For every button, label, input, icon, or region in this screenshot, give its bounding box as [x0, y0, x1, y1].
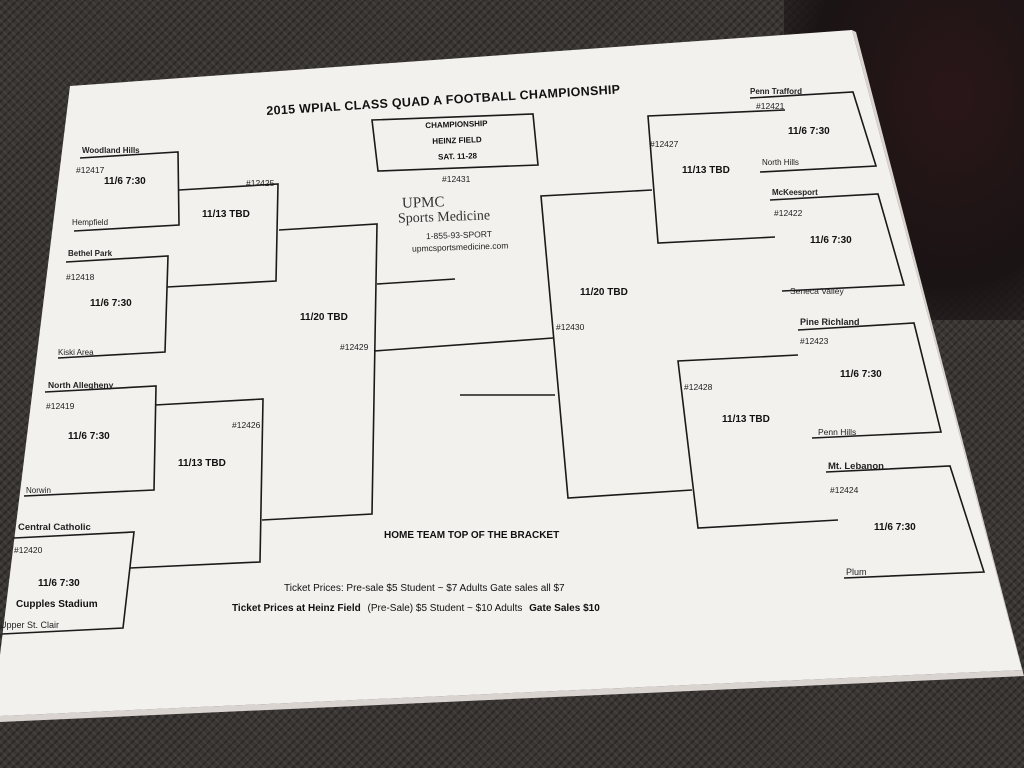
game-venue: Cupples Stadium — [16, 599, 98, 610]
game-time: 11/13 TBD — [682, 165, 730, 176]
team-penn-trafford: Penn Trafford — [750, 87, 803, 96]
heinz-gate-prices: Gate Sales $10 — [529, 603, 600, 614]
heinz-ticket-label: Ticket Prices at Heinz Field — [232, 603, 361, 614]
team-penn-hills: Penn Hills — [818, 427, 857, 437]
game-number-12425: #12425 — [246, 178, 275, 188]
game-time: 11/6 7:30 — [874, 522, 916, 533]
game-number-12422: #12422 — [774, 208, 803, 218]
game-number-12418: #12418 — [66, 272, 95, 282]
team-mckeesport: McKeesport — [772, 188, 818, 197]
game-number-12424: #12424 — [830, 485, 859, 495]
team-woodland-hills: Woodland Hills — [82, 146, 140, 155]
game-time: 11/6 7:30 — [840, 369, 882, 380]
game-time: 11/6 7:30 — [38, 578, 80, 589]
game-number-12417: #12417 — [76, 165, 105, 175]
game-time: 11/13 TBD — [202, 209, 250, 220]
game-number-12419: #12419 — [46, 401, 75, 411]
game-number-12421: #12421 — [756, 101, 785, 111]
heinz-ticket-prices: Ticket Prices at Heinz Field (Pre-Sale) … — [232, 603, 600, 614]
game-time: 11/6 7:30 — [788, 126, 830, 137]
game-number-12426: #12426 — [232, 420, 261, 430]
bracket-note: HOME TEAM TOP OF THE BRACKET — [384, 530, 560, 541]
game-number-12427: #12427 — [650, 139, 679, 149]
ticket-prices-line: Ticket Prices: Pre-sale $5 Student ~ $7 … — [284, 583, 565, 594]
game-number-12420: #12420 — [14, 545, 43, 555]
team-upper-st-clair: Upper St. Clair — [0, 620, 60, 630]
team-north-hills: North Hills — [762, 158, 799, 167]
game-time: 11/6 7:30 — [68, 431, 110, 442]
game-number-12430: #12430 — [556, 322, 585, 332]
game-number-12428: #12428 — [684, 382, 713, 392]
team-norwin: Norwin — [26, 486, 51, 495]
heinz-presale-prices: (Pre-Sale) $5 Student ~ $10 Adults — [367, 603, 523, 614]
game-time: 11/13 TBD — [722, 414, 770, 425]
game-number-final: #12431 — [442, 174, 471, 184]
game-time: 11/20 TBD — [300, 312, 348, 323]
team-seneca-valley: Seneca Valley — [790, 286, 844, 296]
team-pine-richland: Pine Richland — [800, 317, 860, 327]
game-time: 11/20 TBD — [580, 287, 628, 298]
team-bethel-park: Bethel Park — [68, 249, 113, 258]
team-mt-lebanon: Mt. Lebanon — [828, 461, 884, 472]
team-north-allegheny: North Allegheny — [48, 380, 114, 390]
championship-box: CHAMPIONSHIP HEINZ FIELD SAT. 11-28 — [381, 117, 532, 163]
team-plum: Plum — [846, 567, 867, 577]
team-hempfield: Hempfield — [72, 218, 109, 227]
sponsor-subname: Sports Medicine — [397, 208, 491, 227]
game-number-12429: #12429 — [340, 342, 369, 352]
team-central-catholic: Central Catholic — [18, 522, 91, 533]
game-time: 11/6 7:30 — [810, 235, 852, 246]
game-time: 11/6 7:30 — [90, 298, 132, 309]
game-number-12423: #12423 — [800, 336, 829, 346]
team-kiski-area: Kiski Area — [58, 348, 94, 357]
championship-venue: HEINZ FIELD — [432, 135, 482, 146]
game-time: 11/13 TBD — [178, 458, 226, 469]
game-time: 11/6 7:30 — [104, 176, 146, 187]
